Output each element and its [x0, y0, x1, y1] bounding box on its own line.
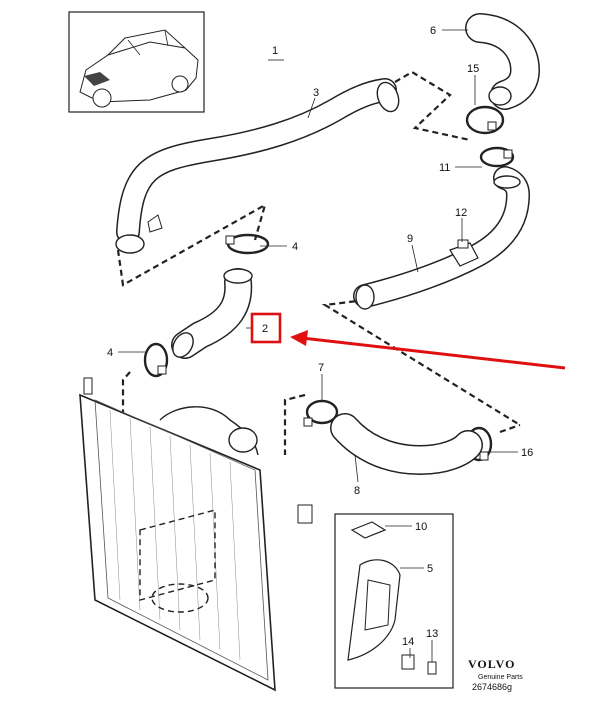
callout-3: 3 [313, 87, 319, 99]
callout-16: 16 [521, 447, 533, 459]
hose-part-2 [171, 268, 253, 359]
brand-name: VOLVO [468, 657, 515, 671]
callout-11: 11 [439, 162, 450, 174]
car-thumbnail [68, 11, 205, 113]
bracket-part-12 [449, 239, 479, 267]
clamp-part-4-upper [225, 233, 270, 255]
callout-5: 5 [427, 563, 433, 575]
callout-10: 10 [415, 521, 427, 533]
radiator [79, 377, 313, 692]
callout-7: 7 [318, 362, 324, 374]
callout-2: 2 [262, 323, 268, 335]
callout-labels: 3 4 4 5 6 7 8 9 10 11 12 13 14 15 16 [107, 25, 533, 648]
callout-leaders [118, 29, 518, 662]
detail-inset [334, 513, 454, 689]
callout-12: 12 [455, 207, 467, 219]
hose-part-3 [115, 78, 400, 254]
clamp-part-11 [479, 146, 515, 168]
callout-15: 15 [467, 63, 479, 75]
callout-13: 13 [426, 628, 438, 640]
callout-4-upper: 4 [292, 241, 298, 253]
clamp-part-7 [303, 399, 339, 427]
hose-part-6 [465, 13, 541, 110]
brand-subtitle: Genuine Parts [478, 674, 523, 681]
hose-part-8 [330, 413, 483, 476]
callout-2-highlight: 2 [250, 312, 282, 344]
clamp-part-15 [465, 105, 505, 135]
part-number: 2674686g [472, 682, 512, 692]
red-arrow [290, 330, 566, 370]
hose-part-9 [353, 166, 531, 310]
callout-4-lower: 4 [107, 347, 113, 359]
clamp-part-4-lower [143, 342, 169, 378]
callout-14: 14 [402, 636, 414, 648]
brand-block: VOLVO Genuine Parts 2674686g [468, 657, 523, 692]
callout-9: 9 [407, 233, 413, 245]
callout-6: 6 [430, 25, 436, 37]
diagram-label: 1 [272, 45, 278, 57]
callout-8: 8 [354, 485, 360, 497]
